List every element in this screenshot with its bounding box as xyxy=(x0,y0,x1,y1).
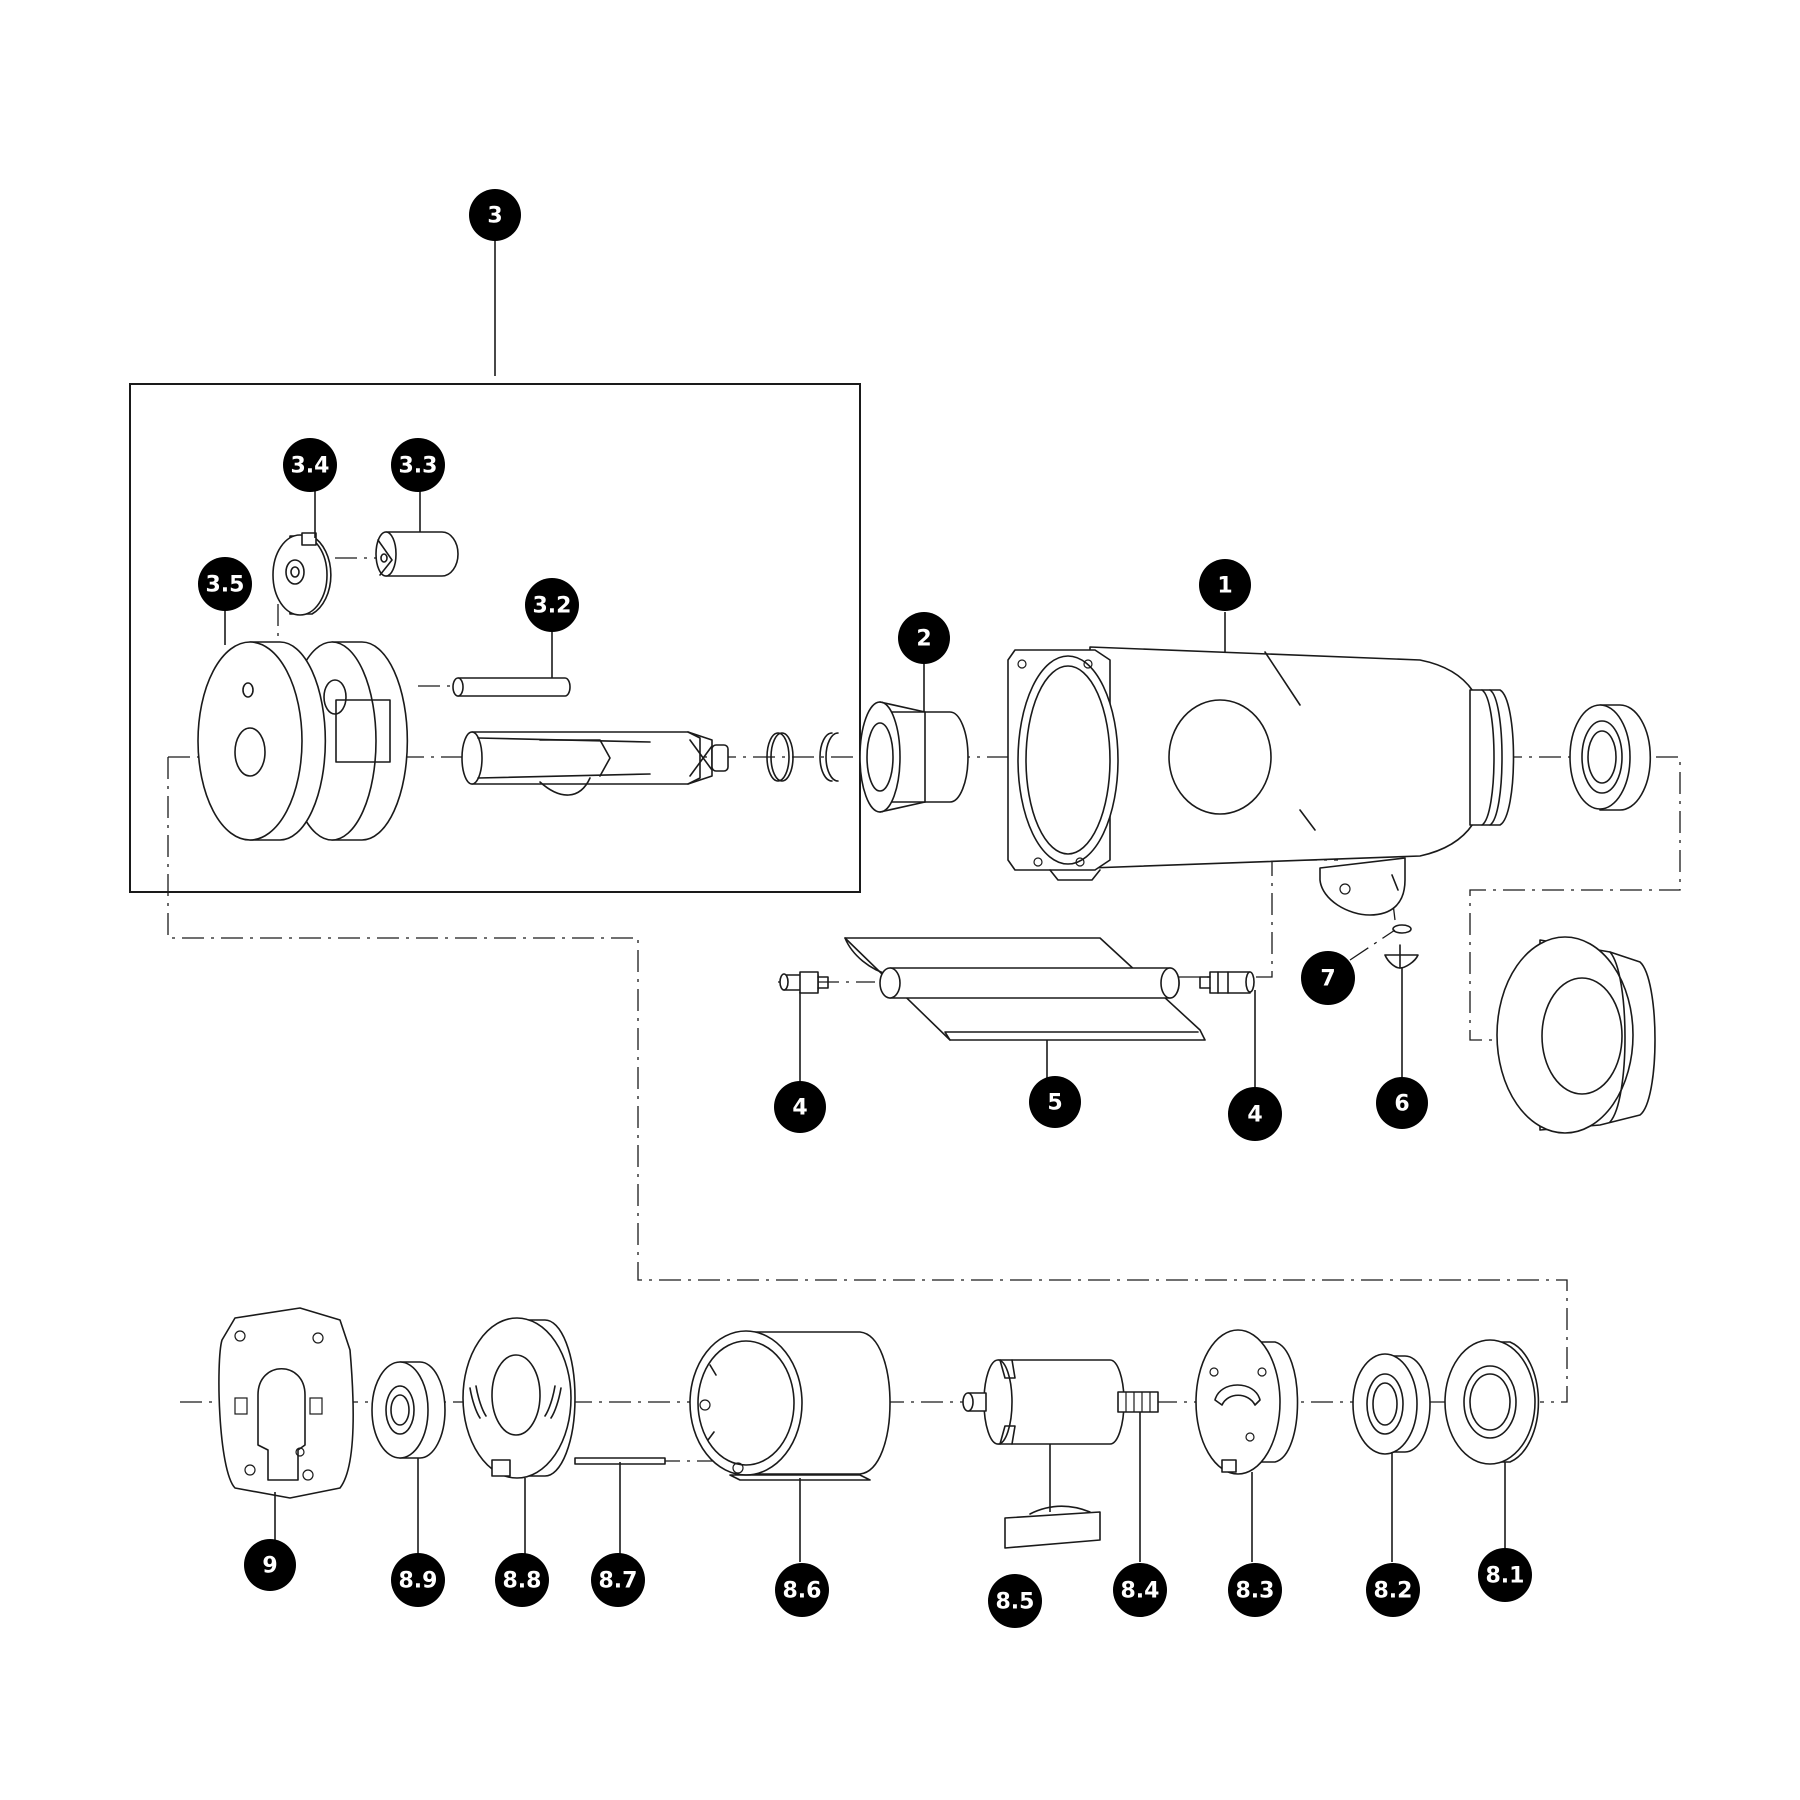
svg-text:6: 6 xyxy=(1394,1092,1409,1117)
part-9-endplate xyxy=(218,1307,354,1499)
bearing-upper-right xyxy=(1569,704,1652,811)
callout-1: 1 xyxy=(1199,559,1251,611)
part-8.2-bearing xyxy=(1352,1353,1431,1455)
part-4-screw-right xyxy=(1199,971,1255,994)
svg-text:8.2: 8.2 xyxy=(1374,1579,1413,1604)
part-7-oring xyxy=(1392,924,1412,934)
callout-3.3: 3.3 xyxy=(391,438,445,492)
callout-4-right: 4 xyxy=(1228,1087,1282,1141)
svg-text:5: 5 xyxy=(1047,1091,1062,1116)
callout-3: 3 xyxy=(469,189,521,241)
callout-7: 7 xyxy=(1301,951,1355,1005)
svg-text:8.9: 8.9 xyxy=(399,1569,438,1594)
part-4-screw-left xyxy=(779,971,829,994)
svg-text:3.5: 3.5 xyxy=(206,573,245,598)
callout-5: 5 xyxy=(1029,1076,1081,1128)
callout-8.9: 8.9 xyxy=(391,1553,445,1607)
axis-part-7 xyxy=(1349,929,1396,961)
callout-8.4: 8.4 xyxy=(1113,1563,1167,1617)
part-3.4-disc xyxy=(272,532,332,616)
retaining-rings xyxy=(766,732,839,782)
part-8.8-ring xyxy=(462,1317,576,1479)
cup-right xyxy=(1496,936,1656,1134)
svg-text:8.4: 8.4 xyxy=(1121,1579,1160,1604)
svg-text:8.3: 8.3 xyxy=(1236,1579,1275,1604)
callout-8.1: 8.1 xyxy=(1478,1548,1532,1602)
callout-8.3: 8.3 xyxy=(1228,1563,1282,1617)
svg-text:8.6: 8.6 xyxy=(783,1579,822,1604)
svg-text:3.4: 3.4 xyxy=(291,454,330,479)
svg-text:3: 3 xyxy=(487,204,502,229)
callout-6: 6 xyxy=(1376,1077,1428,1129)
callout-8.8: 8.8 xyxy=(495,1553,549,1607)
part-3.3-half-cylinder xyxy=(375,531,459,577)
loop-axis xyxy=(167,757,1568,1403)
part-2-bushing xyxy=(859,701,969,813)
part-1-housing xyxy=(1007,646,1515,916)
part-8.1-plate xyxy=(1444,1339,1540,1465)
svg-text:8.1: 8.1 xyxy=(1486,1564,1525,1589)
svg-text:9: 9 xyxy=(262,1554,277,1579)
callout-8.7: 8.7 xyxy=(591,1553,645,1607)
callout-3.4: 3.4 xyxy=(283,438,337,492)
part-8.9-bearing xyxy=(371,1361,446,1459)
svg-text:8.5: 8.5 xyxy=(996,1590,1035,1615)
part-8.5-vane xyxy=(1004,1505,1101,1549)
svg-text:4: 4 xyxy=(1247,1103,1262,1128)
svg-text:3.2: 3.2 xyxy=(533,594,572,619)
callout-2: 2 xyxy=(898,612,950,664)
svg-text:2: 2 xyxy=(916,627,931,652)
svg-text:8.7: 8.7 xyxy=(599,1569,638,1594)
svg-text:3.3: 3.3 xyxy=(399,454,438,479)
svg-text:4: 4 xyxy=(792,1096,807,1121)
svg-text:7: 7 xyxy=(1320,967,1335,992)
subassembly-3-frame xyxy=(129,383,861,893)
svg-text:1: 1 xyxy=(1217,574,1232,599)
part-3.2-pin xyxy=(452,677,571,697)
callout-8.2: 8.2 xyxy=(1366,1563,1420,1617)
part-8.3-endplate xyxy=(1195,1329,1299,1475)
part-8.7-blade xyxy=(574,1457,666,1465)
callout-3.2: 3.2 xyxy=(525,578,579,632)
part-5-plate xyxy=(844,937,1206,1041)
callout-8.6: 8.6 xyxy=(775,1563,829,1617)
part-8.4-rotor xyxy=(962,1359,1159,1445)
svg-text:8.8: 8.8 xyxy=(503,1569,542,1594)
leader-lines xyxy=(224,240,1506,1562)
part-6-plug xyxy=(1384,944,1419,969)
callout-4-left: 4 xyxy=(774,1081,826,1133)
part-3.5-cam xyxy=(197,641,409,841)
callout-8.5: 8.5 xyxy=(988,1574,1042,1628)
part-8.6-cylinder xyxy=(689,1330,891,1481)
part-3-shaft xyxy=(461,731,729,796)
callout-9: 9 xyxy=(244,1539,296,1591)
callout-3.5: 3.5 xyxy=(198,557,252,611)
